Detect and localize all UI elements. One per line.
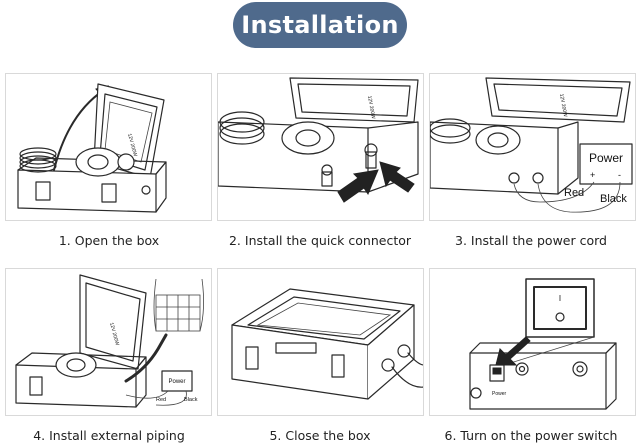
box-power-label: Power <box>492 391 507 397</box>
minus-sign: - <box>618 170 621 180</box>
step-6-caption: 6. Turn on the power switch <box>444 428 618 443</box>
step-1-illustration: 12V 200W <box>5 73 212 221</box>
small-red-label: Red <box>156 397 166 403</box>
title-banner: Installation <box>233 2 407 48</box>
lid-label: 12V 200W <box>558 93 568 117</box>
black-wire-label: Black <box>600 193 627 205</box>
step-5-caption: 5. Close the box <box>269 428 371 443</box>
step-4-caption: 4. Install external piping <box>33 428 185 443</box>
page-title: Installation <box>241 11 399 39</box>
step-4-illustration: 12V 200W Power Red Black <box>5 268 212 416</box>
step-1-caption: 1. Open the box <box>58 233 160 248</box>
red-wire-label: Red <box>564 187 584 199</box>
step-6-illustration: I Power <box>429 268 636 416</box>
power-supply-box <box>579 143 633 185</box>
step-3-illustration: 12V 200W Power + - Red Black <box>429 73 636 221</box>
lid-label: 12V 200W <box>126 133 138 157</box>
switch-on-glyph: I <box>559 294 561 303</box>
plus-sign: + <box>590 170 595 180</box>
lid-label: 12V 200W <box>366 95 376 119</box>
small-power-label: Power <box>168 379 185 385</box>
step-2-illustration: 12V 200W <box>217 73 424 221</box>
step-2-caption: 2. Install the quick connector <box>228 233 412 248</box>
small-black-label: Black <box>184 397 198 403</box>
step-3-caption: 3. Install the power cord <box>455 233 607 248</box>
step-5-illustration <box>217 268 424 416</box>
power-label: Power <box>589 151 623 165</box>
lid-label: 12V 200W <box>108 322 120 346</box>
